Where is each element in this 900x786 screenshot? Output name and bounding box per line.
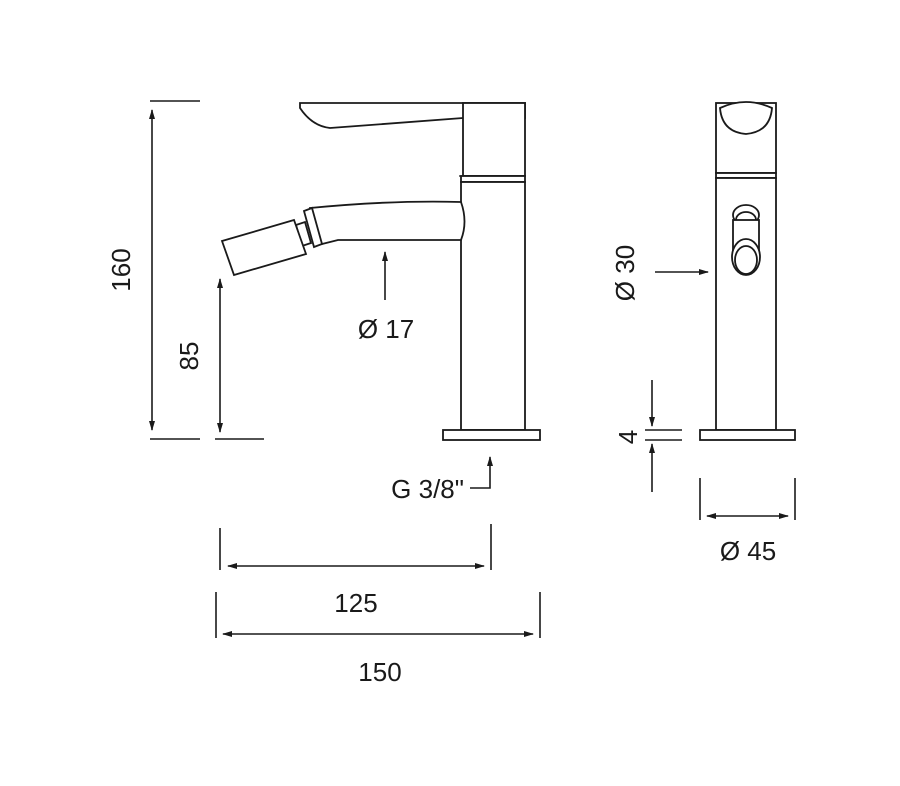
side-view: 160 85 Ø 17 G 3/8" 125 150	[106, 100, 541, 687]
front-base	[699, 429, 796, 441]
dimension-base-diameter-label: Ø 45	[720, 536, 776, 566]
spout-arm	[308, 200, 466, 247]
front-view: Ø 30 4 Ø 45	[610, 101, 796, 566]
dimension-base-thickness-label: 4	[613, 430, 643, 444]
dimension-height-label: 160	[106, 248, 136, 291]
dimension-depth-label: 150	[358, 657, 401, 687]
dimension-reach-label: 125	[334, 588, 377, 618]
tap-column	[460, 181, 526, 431]
dimension-spout-diameter-label: Ø 17	[358, 314, 414, 344]
cartridge-body	[462, 102, 526, 177]
dimension-body-diameter-label: Ø 30	[610, 245, 640, 301]
dimension-spout-height-label: 85	[174, 342, 204, 371]
base-plate	[442, 429, 541, 441]
dimension-connection-label: G 3/8"	[391, 474, 464, 504]
spout-nozzle	[220, 218, 308, 277]
